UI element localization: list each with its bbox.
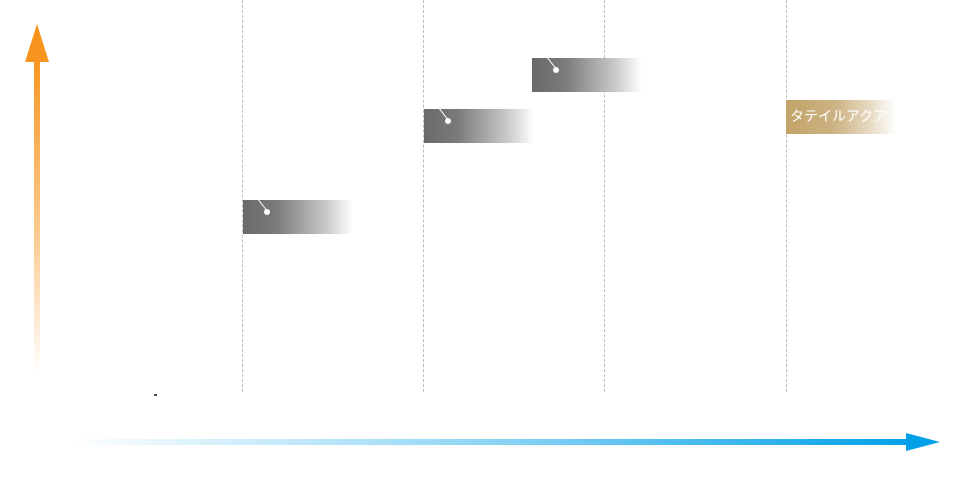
- vertical-arrow-head-icon: [25, 24, 49, 62]
- horizontal-arrow-head-icon: [906, 433, 940, 451]
- column-divider-4: [786, 0, 787, 392]
- step-bar-1: [243, 199, 353, 234]
- column-divider-3: [604, 0, 605, 392]
- step-bar-2: [424, 108, 534, 143]
- step-bar-3: [532, 57, 642, 92]
- pointer-dot: [445, 118, 451, 124]
- column-divider-1: [242, 0, 243, 392]
- small-mark: [154, 394, 157, 396]
- column-divider-2: [423, 0, 424, 392]
- vertical-axis-arrow: [34, 55, 40, 375]
- highlight-label: タテイルアクア: [786, 100, 896, 134]
- horizontal-axis-arrow: [70, 439, 915, 445]
- pointer-dot: [553, 67, 559, 73]
- pointer-dot: [264, 209, 270, 215]
